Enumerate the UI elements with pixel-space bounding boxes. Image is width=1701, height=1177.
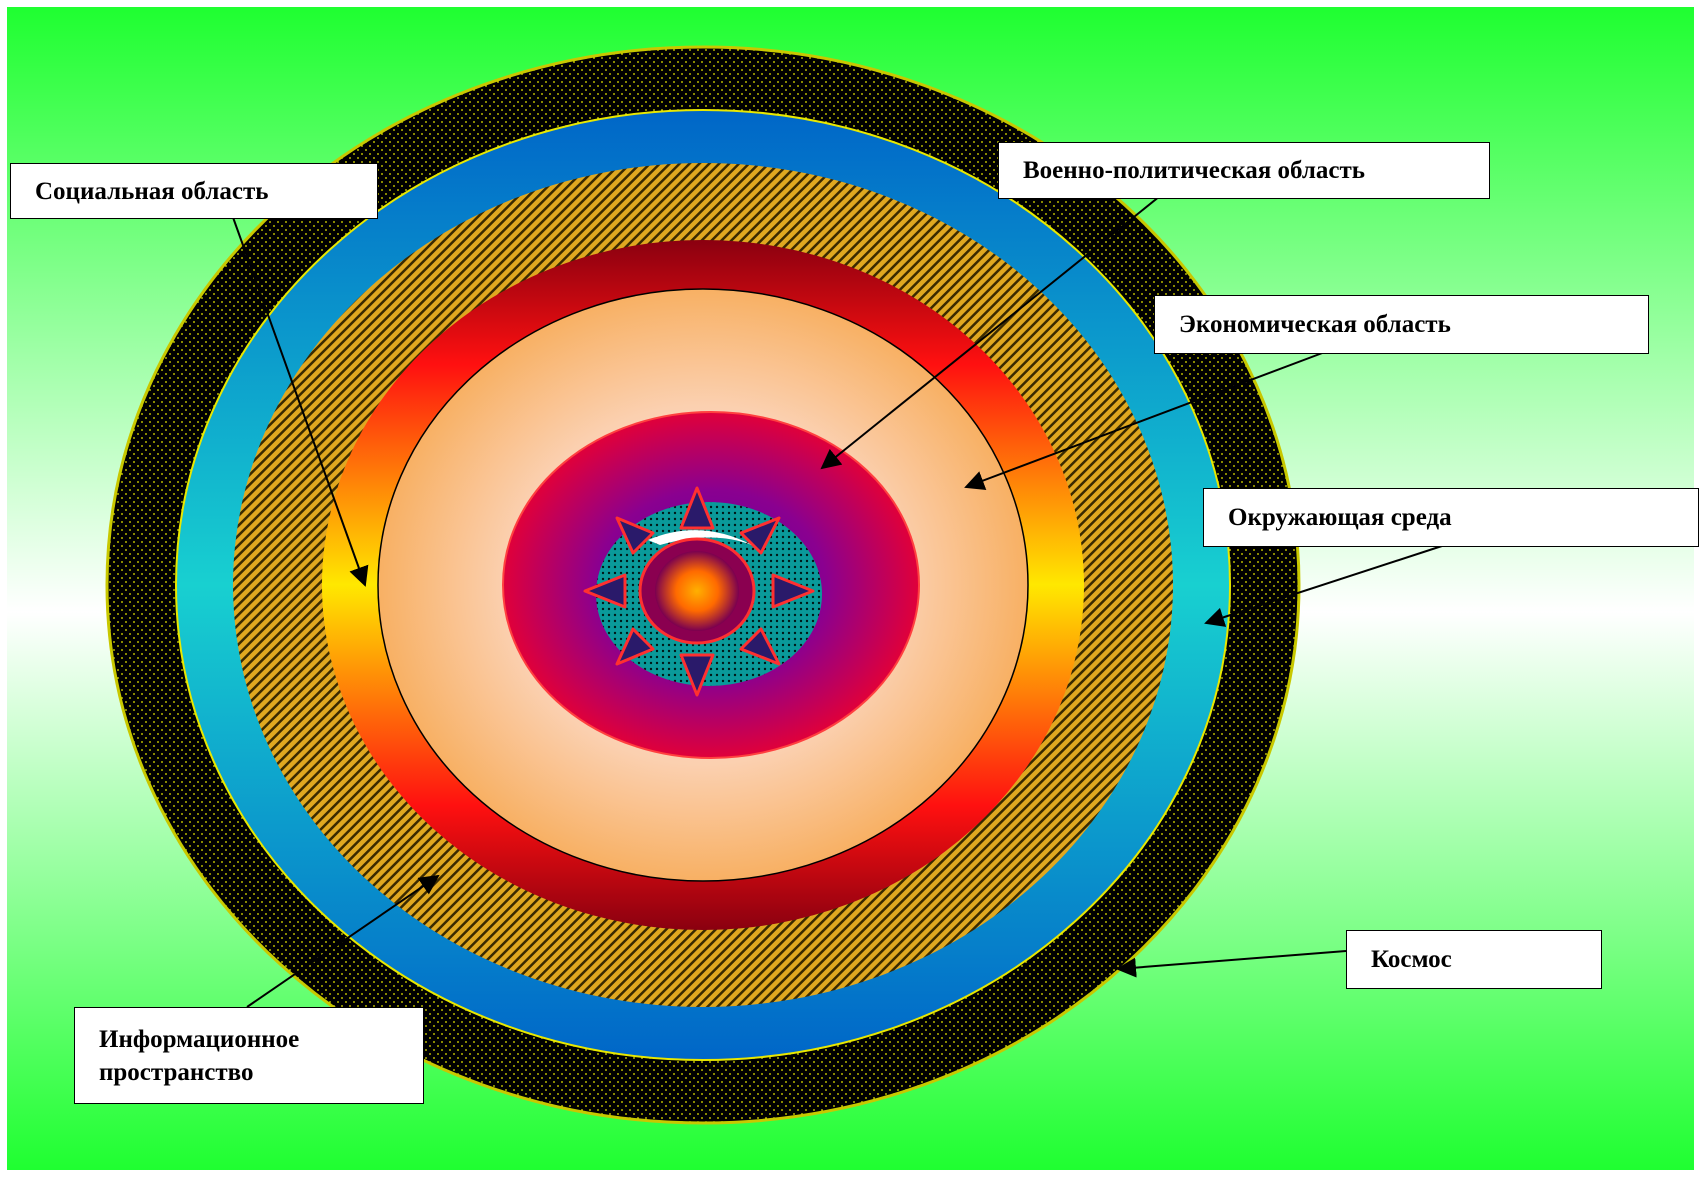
- star-points: [583, 486, 815, 697]
- arrow-information-space: [246, 874, 440, 1008]
- center-glow: [655, 551, 739, 631]
- star-point-sw: [615, 627, 655, 666]
- star-point-e: [771, 573, 815, 609]
- star-point-s: [679, 653, 715, 697]
- label-social-area: Социальная область: [10, 163, 378, 219]
- star-point-w: [583, 573, 627, 609]
- arrow-economic: [964, 351, 1326, 491]
- label-information-space: Информационное пространство: [74, 1007, 424, 1104]
- arrow-cosmos: [1116, 950, 1347, 978]
- label-economic-area: Экономическая область: [1154, 295, 1649, 354]
- label-cosmos: Космос: [1346, 930, 1602, 989]
- star-point-se: [739, 627, 781, 666]
- arrow-military-political: [820, 195, 1161, 470]
- star-point-ne: [739, 516, 781, 555]
- arrow-environment: [1204, 544, 1446, 627]
- leader-lines: [229, 195, 1446, 1008]
- label-military-political-area: Военно-политическая область: [998, 142, 1490, 199]
- label-environment: Окружающая среда: [1203, 488, 1699, 547]
- arrow-social: [229, 208, 369, 587]
- star-point-nw: [615, 516, 655, 555]
- star-point-n: [679, 486, 715, 530]
